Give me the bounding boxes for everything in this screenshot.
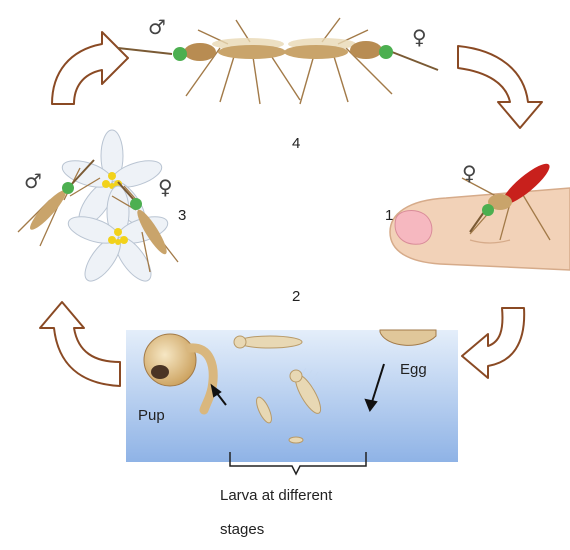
curved-arrow-icon <box>51 31 129 105</box>
mosquito-icon <box>218 45 286 59</box>
male-symbol-left: ♂ <box>24 169 42 193</box>
female-symbol-left: ♀ <box>158 175 173 199</box>
pupa-pointer-arrow <box>210 383 227 406</box>
pupa <box>143 333 218 415</box>
larvae <box>233 335 322 444</box>
larva-tiny <box>288 436 304 444</box>
flowers <box>61 129 169 282</box>
mosquito-icon <box>488 194 512 210</box>
cycle-arrow-top-left <box>51 31 129 105</box>
female-symbol-top: ♀ <box>412 25 427 49</box>
curved-arrow-icon <box>39 301 121 387</box>
cycle-arrow-top-right <box>457 45 543 129</box>
curved-arrow-icon <box>461 307 526 379</box>
mosquito-icon <box>137 209 167 255</box>
mosquito-male-on-flower <box>17 159 101 247</box>
cycle-arrow-bottom-left <box>39 301 121 387</box>
larva-bracket <box>229 452 367 476</box>
stage-4-label: 4 <box>292 135 300 152</box>
mosquito-abdomen-blood <box>502 163 550 205</box>
mosquito-female-on-flower <box>111 181 179 273</box>
larva-medium <box>289 369 322 414</box>
flower-icon <box>67 185 169 282</box>
female-symbol-right: ♀ <box>462 161 477 185</box>
mosquito-icon <box>30 190 66 230</box>
curved-arrow-icon <box>457 45 543 129</box>
mosquito-biting <box>461 163 551 241</box>
mating-mosquitoes <box>117 17 439 105</box>
stage-1-label: 1 <box>385 207 393 224</box>
egg-raft <box>379 329 437 346</box>
larva-large <box>233 335 303 349</box>
male-symbol-top: ♂ <box>148 15 166 39</box>
larva-label-line2: stages <box>220 521 264 538</box>
egg-label: Egg <box>400 361 427 378</box>
pupa-label: Pup <box>138 407 165 424</box>
finger <box>389 187 570 271</box>
egg-pointer-arrow <box>364 363 385 413</box>
larva-label-line1: Larva at different <box>220 487 333 504</box>
larva-small <box>256 396 272 424</box>
stage-3-label: 3 <box>178 207 186 224</box>
mosquito-icon <box>284 45 348 59</box>
cycle-arrow-bottom-right <box>461 307 526 379</box>
stage-2-label: 2 <box>292 288 300 305</box>
